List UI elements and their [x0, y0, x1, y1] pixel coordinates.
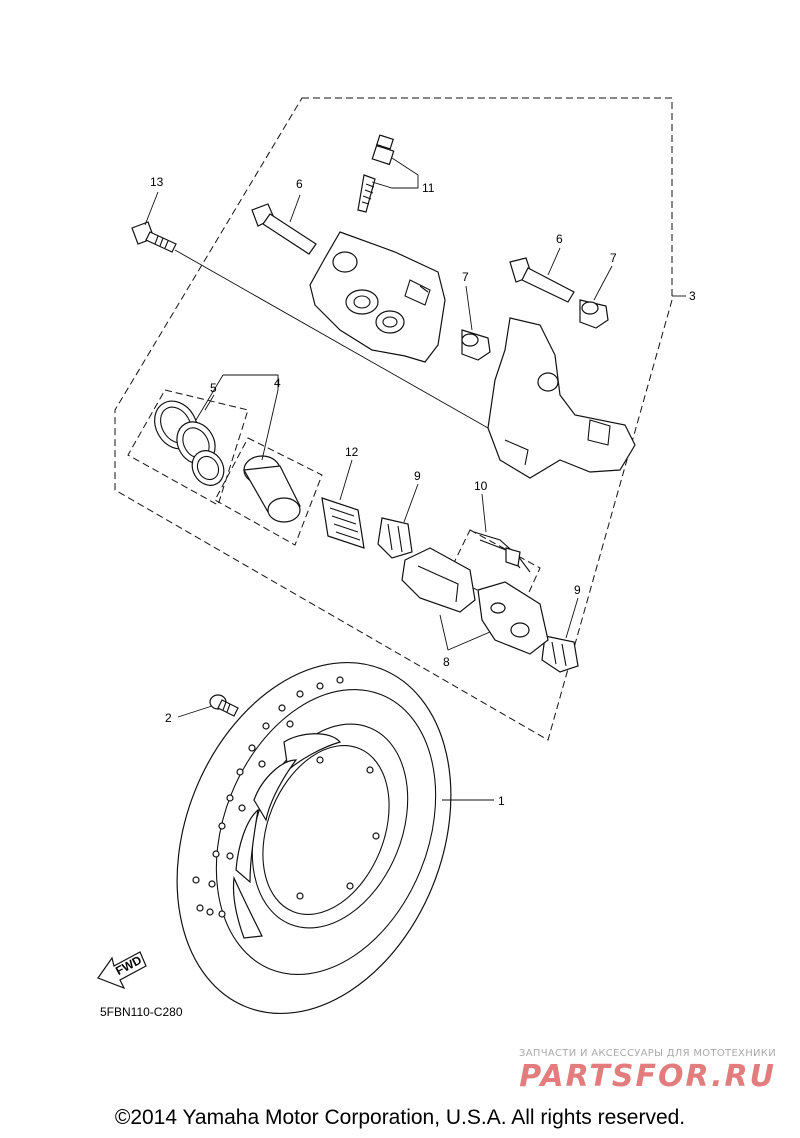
piston-seals-part	[154, 400, 225, 486]
callout-leaders	[144, 157, 686, 801]
caliper-bracket-part	[487, 317, 636, 479]
pad-spring-part	[473, 531, 531, 573]
disc-holes	[192, 676, 380, 918]
seal-kit-boundary	[127, 389, 249, 506]
copyright-notice: ©2014 Yamaha Motor Corporation, U.S.A. A…	[115, 1106, 685, 1129]
diagram-code: 5FBN110-C280	[100, 1005, 183, 1019]
pad-clip-right-part	[541, 635, 579, 673]
mounting-bolt-part	[131, 221, 177, 253]
callout-13: 13	[150, 175, 164, 189]
watermark-logo: PARTSFOR.RU	[519, 1059, 776, 1094]
callout-8: 8	[443, 655, 450, 669]
brake-pads-part	[401, 547, 549, 655]
watermark-tagline: ЗАПЧАСТИ И АКСЕССУАРЫ ДЛЯ МОТОТЕХНИКИ	[519, 1048, 776, 1059]
piston-kit-boundary	[214, 437, 323, 546]
fwd-arrow-icon: FWD	[97, 951, 147, 990]
callout-2: 2	[165, 711, 172, 725]
bleed-screw-part	[357, 134, 395, 213]
callout-7-left: 7	[462, 270, 469, 284]
callout-5: 5	[210, 381, 217, 395]
callout-7-right: 7	[610, 251, 617, 265]
pad-clip-left-part	[377, 517, 413, 559]
callout-10: 10	[474, 479, 488, 493]
brake-disc-part	[176, 661, 452, 1015]
callout-3: 3	[689, 289, 696, 303]
callout-9-left: 9	[414, 469, 421, 483]
boot-right-part	[579, 299, 609, 329]
callout-9-right: 9	[574, 583, 581, 597]
callout-1: 1	[498, 794, 505, 808]
callout-11: 11	[422, 181, 435, 195]
pin-bolt-upper-part	[251, 203, 317, 255]
bolt-13-leader-line	[174, 249, 489, 429]
disc-bolt-part	[209, 694, 239, 717]
piston-part	[243, 455, 301, 523]
callout-6-right: 6	[556, 232, 563, 246]
pin-bolt-right-part	[509, 257, 575, 303]
callout-4: 4	[274, 376, 281, 390]
shim-part	[321, 497, 365, 549]
boot-left-part	[461, 329, 491, 361]
callout-12: 12	[345, 445, 359, 459]
caliper-assembly-boundary	[114, 97, 673, 741]
caliper-body-part	[309, 231, 446, 363]
callout-6-upper: 6	[296, 177, 303, 191]
